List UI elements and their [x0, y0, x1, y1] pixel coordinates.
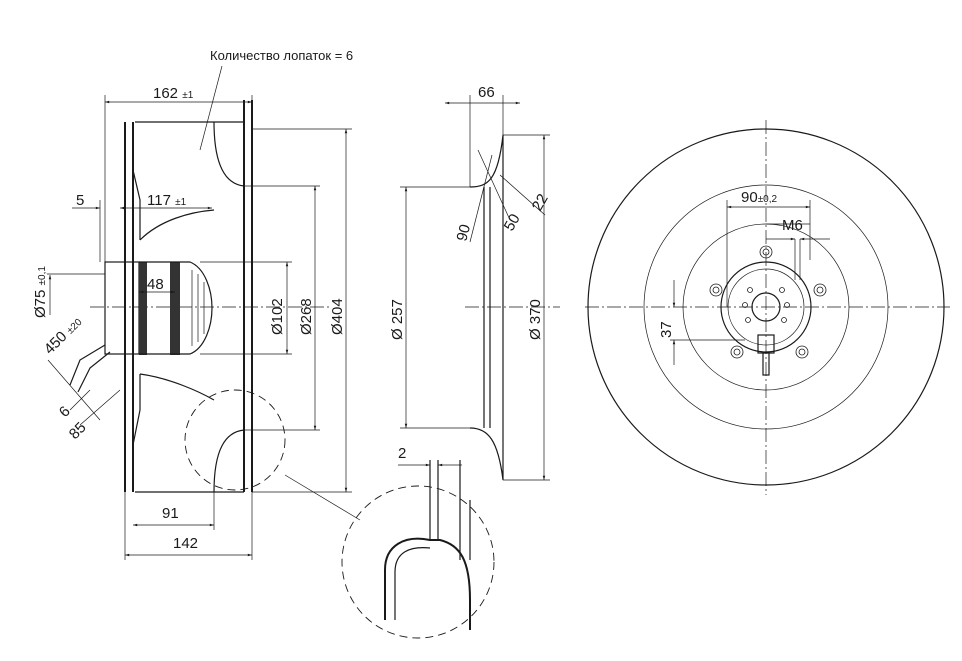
dim-6: 6 [56, 403, 74, 421]
note-leader [199, 65, 223, 151]
blade-inner-top [139, 209, 215, 241]
blade-inner-bottom [139, 373, 215, 401]
rotor-ring-1 [139, 262, 147, 355]
dim-162: 162 ±1 [153, 85, 194, 102]
dim-85: 85 [66, 419, 90, 443]
dim-d75: Ø75 ±0,1 [32, 266, 49, 318]
motor-flange [104, 261, 126, 355]
dim-22: 22 [529, 191, 552, 214]
blade-top [213, 121, 245, 187]
dim-d268: Ø268 [298, 298, 315, 335]
hub-profile [132, 169, 141, 446]
cable-outlet [762, 352, 770, 376]
dim-117: 117 ±1 [147, 192, 187, 209]
nozzle-throat [483, 187, 491, 428]
dim-m6: M6 [782, 217, 803, 234]
inlet-ring [243, 100, 253, 492]
rotor-ring-2 [170, 262, 180, 355]
blade-edges [135, 121, 244, 493]
dim-d102: Ø102 [269, 298, 286, 335]
motor-flange-circle [720, 261, 812, 353]
dim-37: 37 [658, 321, 675, 338]
detail-profile [384, 537, 471, 630]
dim-d404: Ø404 [329, 298, 346, 335]
detail-circle-large [341, 485, 495, 639]
dim-90-bolt: 90±0,2 [741, 189, 778, 206]
dim-450: 450 ±20 [41, 313, 86, 358]
side-view-dimensions: 162 ±1 5 117 ±1 Ø75 ±0,1 450 ±20 6 85 48… [32, 85, 361, 560]
mounting-holes [709, 245, 827, 359]
front-view: 90±0,2 M6 37 [585, 120, 950, 495]
inlet-circle [643, 184, 889, 430]
detail-circle-small [184, 389, 286, 491]
dim-2: 2 [398, 445, 406, 462]
dim-142: 142 [173, 535, 198, 552]
dim-91: 91 [162, 505, 179, 522]
dim-5: 5 [76, 192, 84, 209]
rotor [139, 261, 213, 355]
dim-48: 48 [147, 276, 164, 293]
cable [69, 344, 111, 393]
dim-d257: Ø 257 [389, 299, 406, 340]
outer-circle [587, 128, 945, 486]
dim-d370: Ø 370 [527, 299, 544, 340]
side-view [69, 100, 330, 493]
blade-bottom [213, 429, 245, 493]
dim-50: 50 [501, 211, 524, 234]
shaft-circle [751, 292, 781, 322]
dim-90: 90 [453, 223, 474, 244]
nozzle-profile [469, 134, 504, 481]
nozzle-view: 66 90 50 22 Ø 257 Ø 370 2 [341, 84, 560, 639]
rotor-fins [191, 270, 205, 346]
blade-count-note: Количество лопаток = 6 [210, 48, 353, 63]
dim-66: 66 [478, 84, 495, 101]
